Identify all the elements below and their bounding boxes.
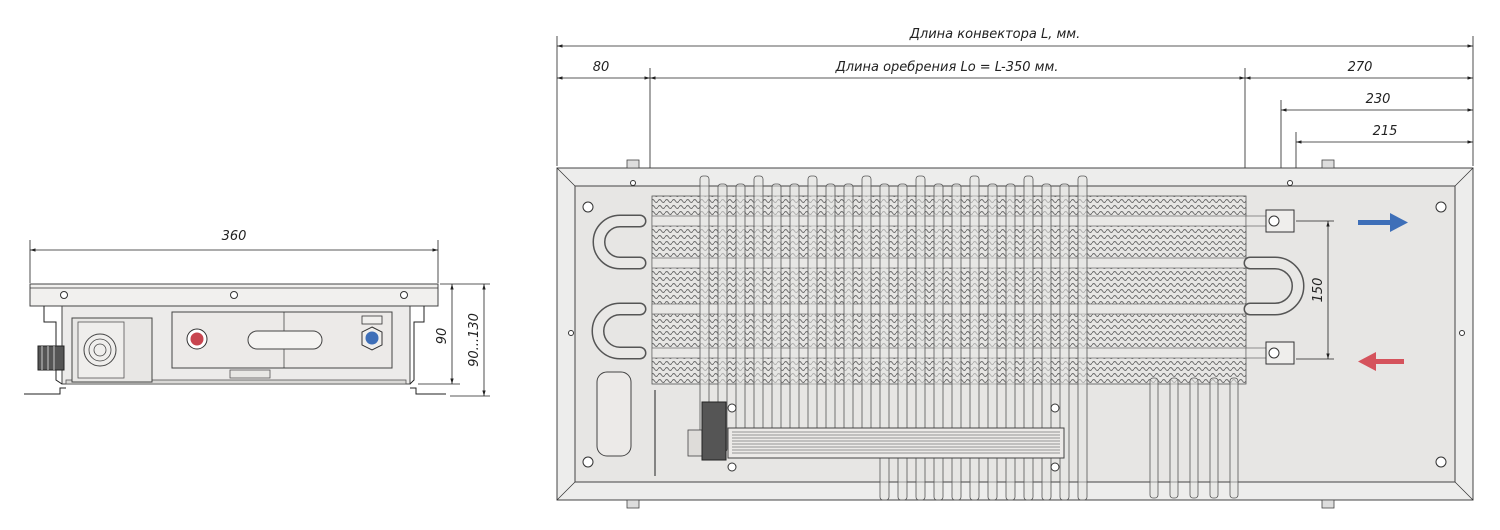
- grille-bar: [861, 175, 872, 453]
- grille-bar: [789, 183, 800, 453]
- grille-bar: [1209, 377, 1219, 499]
- grille-bar: [1005, 183, 1016, 501]
- right-215-label: 215: [1373, 124, 1398, 139]
- grille-bar: [1229, 377, 1239, 499]
- grille-bar: [771, 183, 782, 453]
- grille-bar: [933, 183, 944, 501]
- grille-bar: [879, 183, 890, 501]
- frame-screw-top-right: [1435, 201, 1447, 213]
- fin-length-label: Длина оребрения Lo = L-350 мм.: [835, 60, 1059, 75]
- grille-bar: [1023, 175, 1034, 501]
- grille-bar: [897, 183, 908, 501]
- grille-bar: [1041, 183, 1052, 501]
- side-slot: [247, 330, 323, 350]
- side-hot-connection: [190, 332, 204, 346]
- side-cold-connection: [365, 331, 379, 345]
- fan-motor: [701, 401, 727, 461]
- outflow-arrow-icon: [1358, 213, 1408, 232]
- grille-bar: [1149, 377, 1159, 499]
- grille-bar: [807, 175, 818, 453]
- side-width-label: 360: [222, 229, 247, 244]
- side-fan-motor: [83, 333, 117, 367]
- frame-screw-bottom-right: [1435, 456, 1447, 468]
- side-screw-left: [60, 291, 68, 299]
- frame-screw-bottom-left: [582, 456, 594, 468]
- side-view: 360: [24, 229, 490, 397]
- outlet-connector: [1265, 209, 1295, 233]
- grille-bar: [825, 183, 836, 453]
- grille-bar: [969, 175, 980, 501]
- side-leg-left: [24, 387, 66, 395]
- side-height-range-label: 90...130: [467, 313, 482, 367]
- grille-bar: [987, 183, 998, 501]
- pipe-spacing-label: 150: [1311, 278, 1326, 303]
- decorative-grille-bars: [699, 175, 1239, 501]
- left-offset-label: 80: [593, 60, 610, 75]
- grille-bar: [915, 175, 926, 501]
- grille-bar: [753, 175, 764, 453]
- side-height-label: 90: [435, 328, 450, 345]
- side-screw-middle: [230, 291, 238, 299]
- inlet-connector: [1265, 341, 1295, 365]
- side-screw-right: [400, 291, 408, 299]
- frame-screw-top-left: [582, 201, 594, 213]
- grille-bar: [951, 183, 962, 501]
- tangential-fan: [687, 401, 1065, 472]
- grille-bar: [1189, 377, 1199, 499]
- right-270-label: 270: [1348, 60, 1373, 75]
- total-length-label: Длина конвектора L, мм.: [909, 27, 1080, 42]
- side-leg-right: [410, 387, 446, 395]
- grille-bar: [1169, 377, 1179, 499]
- top-view: Длина конвектора L, мм. 80 Длина оребрен…: [556, 27, 1474, 509]
- grille-bar: [1059, 183, 1070, 501]
- control-box: [596, 371, 632, 457]
- grille-bar: [735, 183, 746, 453]
- grille-bar: [843, 183, 854, 453]
- right-230-label: 230: [1366, 92, 1391, 107]
- inflow-arrow-icon: [1358, 352, 1404, 371]
- grille-bar: [1077, 175, 1088, 501]
